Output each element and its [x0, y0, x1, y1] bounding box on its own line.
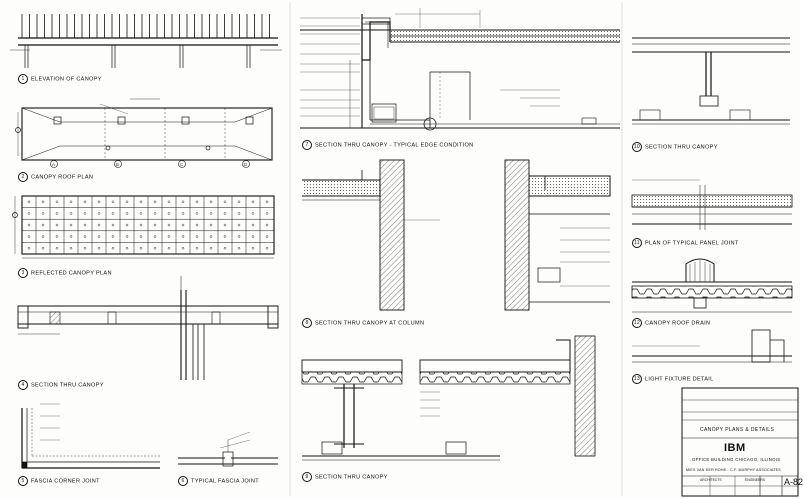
drawing-title: CANOPY PLANS & DETAILS [700, 427, 775, 433]
architect-role: ARCHITECTS [700, 478, 722, 482]
detail-13-light-fixture-drawing [632, 329, 792, 363]
detail-2-roof-plan-drawing [15, 98, 273, 168]
detail-5-fascia-corner-drawing [21, 403, 160, 469]
sheet-number: A-82 [784, 477, 803, 487]
grid-mark-b: B [116, 162, 120, 167]
engineers-label: ENGINEERS [745, 478, 765, 482]
detail-12-roof-drain-drawing [631, 258, 793, 313]
title-block-frame [681, 387, 799, 497]
detail-7-edge-section-drawing [300, 8, 620, 131]
detail-9-section-drawing [301, 335, 596, 461]
client-logo-text: IBM [724, 442, 746, 454]
project-name: OFFICE BUILDING CHICAGO, ILLINOIS [692, 457, 781, 462]
detail-3-reflected-plan-drawing [12, 195, 275, 259]
detail-1-elevation-drawing [10, 14, 282, 68]
architect-name: MIES VAN DER ROHE - C.F. MURPHY ASSOCIAT… [686, 468, 781, 472]
grid-mark-c: C [180, 162, 184, 167]
detail-10-section-drawing [632, 37, 790, 125]
grid-mark-d: D [244, 162, 248, 167]
grid-mark-a: A [52, 162, 56, 167]
detail-6-fascia-joint-drawing [178, 431, 278, 467]
detail-8-column-section-drawing [302, 159, 611, 311]
detail-11-panel-joint-drawing [631, 179, 793, 230]
detail-4-section-drawing [17, 276, 279, 380]
